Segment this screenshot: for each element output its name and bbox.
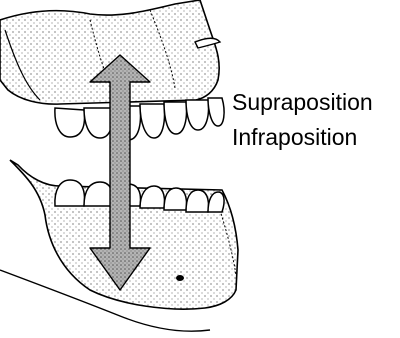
- supraposition-label: Supraposition: [232, 91, 373, 114]
- infraposition-label: Infraposition: [232, 126, 357, 149]
- upper-teeth: [55, 98, 224, 140]
